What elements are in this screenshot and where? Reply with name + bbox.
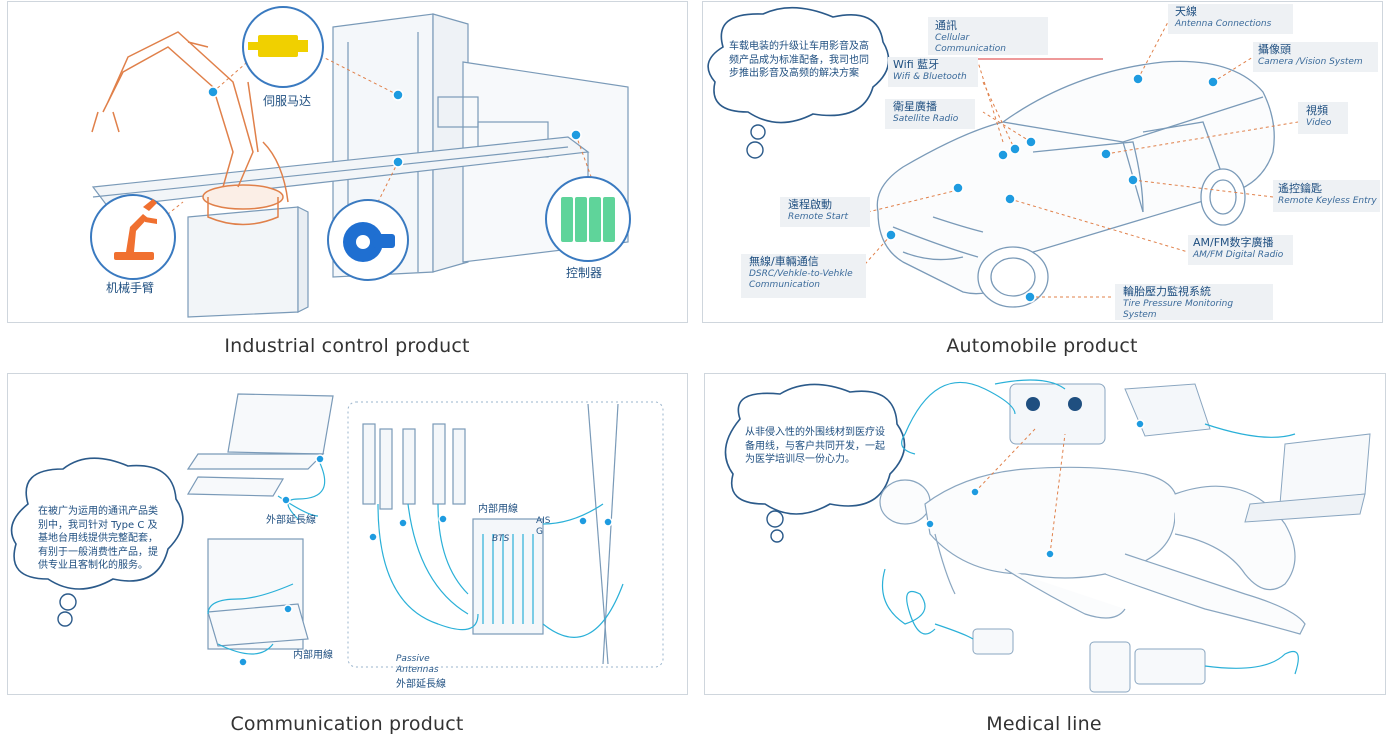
keyless-label-en: Remote Keyless Entry bbox=[1278, 195, 1377, 206]
cellular-label-en2: Communication bbox=[935, 44, 1006, 54]
dsrc-label: 無線/車輛通信 DSRC/Vehkle-to-Vehkle Communicat… bbox=[749, 255, 853, 291]
wifi-tag-bg bbox=[888, 57, 978, 87]
internal-cable-label-1: 内部用線 bbox=[293, 650, 333, 661]
medical-bubble-text: 从非侵入性的外围线材到医疗设备用线，与客户共同开发，一起为医学培训尽一份心力。 bbox=[745, 427, 885, 465]
satellite-label-cn: 衛星廣播 bbox=[893, 100, 937, 113]
industrial-illustration bbox=[90, 6, 631, 318]
robotic-arm-label: 机械手臂 bbox=[106, 281, 155, 295]
camera-label-en: Camera /Vision System bbox=[1258, 56, 1363, 67]
wifi-label-en: Wifi & Bluetooth bbox=[893, 71, 967, 82]
ais-label-line2: G bbox=[536, 527, 543, 538]
communication-panel[interactable]: 在被广为运用的通讯产品类别中，我司针对 Type C 及基地台用线提供完整配套，… bbox=[7, 373, 688, 695]
video-label: 視頻 Video bbox=[1306, 104, 1331, 129]
dsrc-label-en1: DSRC/Vehkle-to-Vehkle bbox=[749, 268, 853, 279]
passive-antennas-label: Passive Antennas bbox=[396, 654, 439, 677]
video-label-en: Video bbox=[1306, 117, 1332, 128]
medical-caption: Medical line bbox=[986, 713, 1102, 735]
wifi-label-cn: Wifi 藍牙 bbox=[893, 58, 940, 71]
keyless-tag-bg bbox=[1273, 180, 1380, 212]
video-label-cn: 視頻 bbox=[1306, 104, 1328, 117]
industrial-caption: Industrial control product bbox=[224, 335, 470, 357]
cellular-label: 通訊 Cellular Communication bbox=[935, 19, 1006, 55]
remote-start-label-en: Remote Start bbox=[788, 211, 848, 222]
internal-cable-label-2: 内部用線 bbox=[478, 504, 518, 515]
dsrc-label-cn: 無線/車輛通信 bbox=[749, 255, 819, 268]
video-tag-bg bbox=[1298, 102, 1348, 134]
antenna-label-cn: 天線 bbox=[1175, 5, 1197, 18]
satellite-label: 衛星廣播 Satellite Radio bbox=[893, 100, 958, 125]
automobile-panel[interactable]: 车载电装的升级让车用影音及高频产品成为标准配备，我司也同步推出影音及高频的解决方… bbox=[702, 1, 1383, 323]
ais-label: AIS G bbox=[536, 516, 551, 539]
keyless-label: 遙控鑰匙 Remote Keyless Entry bbox=[1278, 182, 1377, 207]
antenna-tag-bg bbox=[1168, 4, 1293, 34]
dsrc-label-en2: Communication bbox=[749, 280, 820, 290]
dsrc-tag-bg bbox=[741, 254, 866, 298]
amfm-label-cn: AM/FM数字廣播 bbox=[1193, 236, 1274, 249]
antenna-label-en: Antenna Connections bbox=[1175, 18, 1272, 29]
servo-label: 伺服马达 bbox=[263, 94, 312, 108]
camera-label-cn: 攝像頭 bbox=[1258, 43, 1291, 56]
tire-label: 輪胎壓力監視系統 Tire Pressure Monitoring System bbox=[1123, 285, 1233, 321]
industrial-panel[interactable]: 伺服马达 机械手臂 控制器 bbox=[7, 1, 688, 323]
ais-label-line1: AIS bbox=[536, 516, 551, 526]
automobile-bubble-text: 车载电装的升级让车用影音及高频产品成为标准配备，我司也同步推出影音及高频的解决方… bbox=[729, 41, 869, 79]
medical-panel[interactable]: 从非侵入性的外围线材到医疗设备用线，与客户共同开发，一起为医学培训尽一份心力。 bbox=[704, 373, 1386, 695]
cellular-tag-bg bbox=[928, 17, 1048, 55]
camera-label: 攝像頭 Camera /Vision System bbox=[1258, 43, 1363, 68]
tire-label-cn: 輪胎壓力監視系統 bbox=[1123, 285, 1211, 298]
tire-label-en2: System bbox=[1123, 310, 1157, 320]
communication-caption: Communication product bbox=[230, 713, 464, 735]
remote-start-tag-bg bbox=[780, 197, 870, 227]
remote-start-label-cn: 遠程啟動 bbox=[788, 198, 832, 211]
satellite-label-en: Satellite Radio bbox=[893, 113, 959, 124]
antenna-label: 天線 Antenna Connections bbox=[1175, 5, 1271, 30]
bts-label: BTS bbox=[492, 534, 510, 544]
automobile-illustration bbox=[707, 6, 1299, 308]
tire-label-en1: Tire Pressure Monitoring bbox=[1123, 298, 1234, 309]
tire-tag-bg bbox=[1115, 284, 1273, 320]
keyless-label-cn: 遙控鑰匙 bbox=[1278, 182, 1322, 195]
automobile-caption: Automobile product bbox=[946, 335, 1138, 357]
amfm-label-en: AM/FM Digital Radio bbox=[1193, 249, 1284, 260]
remote-start-label: 遠程啟動 Remote Start bbox=[788, 198, 848, 223]
ext-cable-label-1: 外部延長線 bbox=[266, 515, 316, 526]
cellular-label-en1: Cellular bbox=[935, 32, 970, 43]
communication-illustration bbox=[10, 393, 664, 668]
passive-antennas-line2: Antennas bbox=[396, 665, 439, 676]
ext-cable-label-2: 外部延長線 bbox=[396, 679, 446, 690]
passive-antennas-line1: Passive bbox=[396, 654, 430, 664]
controller-label: 控制器 bbox=[566, 266, 603, 280]
cellular-label-cn: 通訊 bbox=[935, 19, 957, 32]
wifi-label: Wifi 藍牙 Wifi & Bluetooth bbox=[893, 58, 967, 83]
communication-bubble-text: 在被广为运用的通讯产品类别中，我司针对 Type C 及基地台用线提供完整配套，… bbox=[38, 506, 158, 571]
amfm-tag-bg bbox=[1188, 235, 1293, 265]
camera-tag-bg bbox=[1253, 42, 1378, 72]
medical-illustration bbox=[724, 379, 1371, 693]
satellite-tag-bg bbox=[885, 99, 975, 129]
amfm-label: AM/FM数字廣播 AM/FM Digital Radio bbox=[1193, 236, 1283, 261]
